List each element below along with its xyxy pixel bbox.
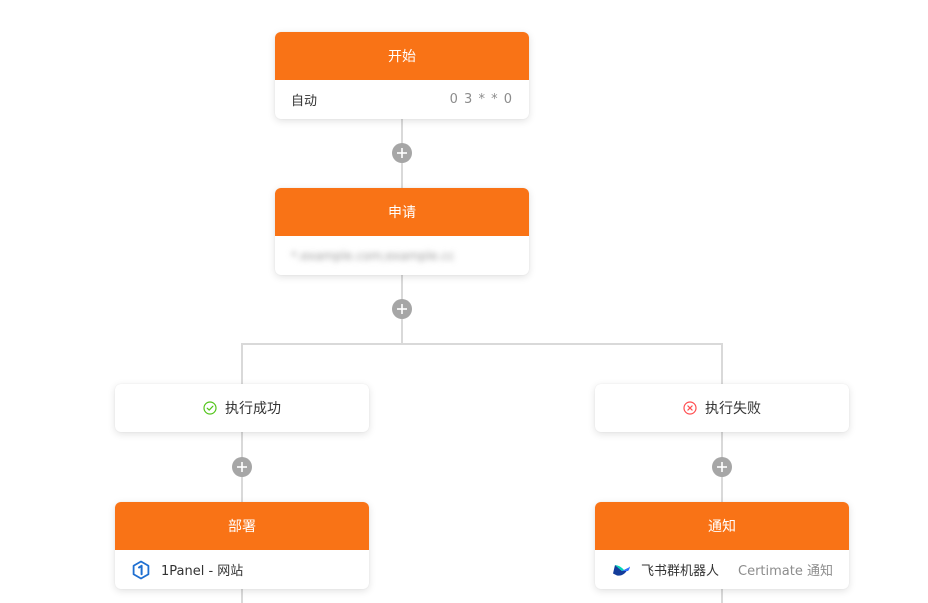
provider-name: 飞书群机器人 xyxy=(641,564,720,579)
start-node[interactable]: 开始 自动 0 3 * * 0 xyxy=(275,32,529,119)
plus-icon xyxy=(717,462,727,472)
node-title: 开始 xyxy=(275,32,529,80)
trigger-type: 自动 xyxy=(291,94,318,109)
deploy-node[interactable]: 部署 1Panel - 网站 xyxy=(115,502,369,589)
notify-detail: Certimate 通知 xyxy=(738,564,833,579)
node-body: 自动 0 3 * * 0 xyxy=(275,80,529,119)
notify-node[interactable]: 通知 飞书群机器人 Certimate 通知 xyxy=(595,502,849,589)
branch-label: 执行失败 xyxy=(705,401,761,417)
connector-line xyxy=(721,343,723,385)
domain-list: *.example.com;example.cc xyxy=(291,248,455,263)
branch-label: 执行成功 xyxy=(225,401,281,417)
feishu-logo-icon xyxy=(611,560,631,580)
connector-line xyxy=(241,343,723,345)
node-body: *.example.com;example.cc xyxy=(275,236,529,275)
connector-line xyxy=(241,343,243,385)
add-node-button[interactable] xyxy=(232,457,252,477)
plus-icon xyxy=(237,462,247,472)
add-node-button[interactable] xyxy=(392,299,412,319)
node-body: 1Panel - 网站 xyxy=(115,550,369,589)
node-title: 通知 xyxy=(595,502,849,550)
check-circle-icon xyxy=(203,401,217,415)
cron-expression: 0 3 * * 0 xyxy=(449,92,513,107)
node-title: 部署 xyxy=(115,502,369,550)
apply-node[interactable]: 申请 *.example.com;example.cc xyxy=(275,188,529,275)
node-title: 申请 xyxy=(275,188,529,236)
provider-name: 1Panel - 网站 xyxy=(161,564,244,579)
plus-icon xyxy=(397,148,407,158)
branch-success[interactable]: 执行成功 xyxy=(115,384,369,432)
add-node-button[interactable] xyxy=(712,457,732,477)
plus-icon xyxy=(397,304,407,314)
branch-failure[interactable]: 执行失败 xyxy=(595,384,849,432)
add-node-button[interactable] xyxy=(392,143,412,163)
connector-line xyxy=(241,588,243,603)
connector-line xyxy=(721,588,723,603)
node-body: 飞书群机器人 Certimate 通知 xyxy=(595,550,849,589)
close-circle-icon xyxy=(683,401,697,415)
1panel-logo-icon xyxy=(131,560,151,580)
